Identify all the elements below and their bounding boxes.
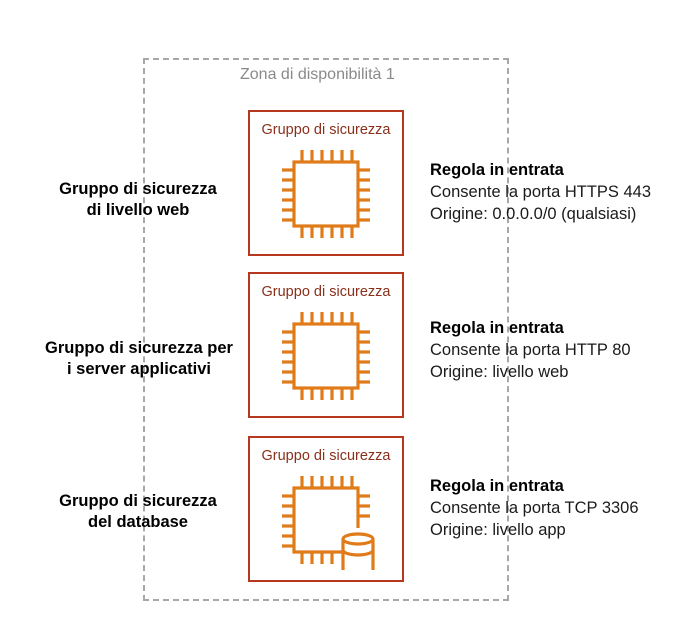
app-tier-group-name-line-2: i server applicativi — [67, 360, 211, 378]
inbound-rule-source: Origine: livello web — [430, 363, 569, 381]
web-tier-inbound-rule: Regola in entrata Consente la porta HTTP… — [430, 159, 651, 225]
app-tier-inbound-rule: Regola in entrata Consente la porta HTTP… — [430, 317, 631, 383]
database-security-group-box: Gruppo di sicurezza — [248, 436, 404, 582]
web-tier-group-name-line-2: di livello web — [86, 201, 190, 219]
database-tier-group-name-line-1: Gruppo di sicurezza — [59, 492, 217, 510]
database-tier-inbound-rule: Regola in entrata Consente la porta TCP … — [430, 475, 639, 541]
inbound-rule-title: Regola in entrata — [430, 161, 564, 179]
availability-zone-label: Zona di disponibilità 1 — [240, 66, 395, 83]
web-security-group-box: Gruppo di sicurezza — [248, 110, 404, 256]
inbound-rule-source: Origine: livello app — [430, 521, 566, 539]
web-tier-group-name-line-1: Gruppo di sicurezza — [59, 180, 217, 198]
app-tier-group-name: Gruppo di sicurezza per i server applica… — [30, 338, 248, 380]
availability-zone-boundary — [143, 58, 509, 601]
compute-chip-icon — [282, 150, 370, 238]
security-group-box-label: Gruppo di sicurezza — [261, 284, 391, 300]
app-security-group-box: Gruppo di sicurezza — [248, 272, 404, 418]
database-tier-group-name: Gruppo di sicurezza del database — [44, 491, 232, 533]
inbound-rule-allow: Consente la porta TCP 3306 — [430, 499, 639, 517]
inbound-rule-allow: Consente la porta HTTP 80 — [430, 341, 631, 359]
security-group-box-label: Gruppo di sicurezza — [261, 448, 391, 464]
security-group-box-label: Gruppo di sicurezza — [261, 122, 391, 138]
inbound-rule-source: Origine: 0.0.0.0/0 (qualsiasi) — [430, 205, 637, 223]
inbound-rule-title: Regola in entrata — [430, 477, 564, 495]
database-chip-icon — [282, 476, 375, 570]
inbound-rule-title: Regola in entrata — [430, 319, 564, 337]
inbound-rule-allow: Consente la porta HTTPS 443 — [430, 183, 652, 201]
app-tier-group-name-line-1: Gruppo di sicurezza per — [45, 339, 233, 357]
web-tier-group-name: Gruppo di sicurezza di livello web — [40, 179, 236, 221]
compute-chip-icon — [282, 312, 370, 400]
database-tier-group-name-line-2: del database — [88, 513, 188, 531]
